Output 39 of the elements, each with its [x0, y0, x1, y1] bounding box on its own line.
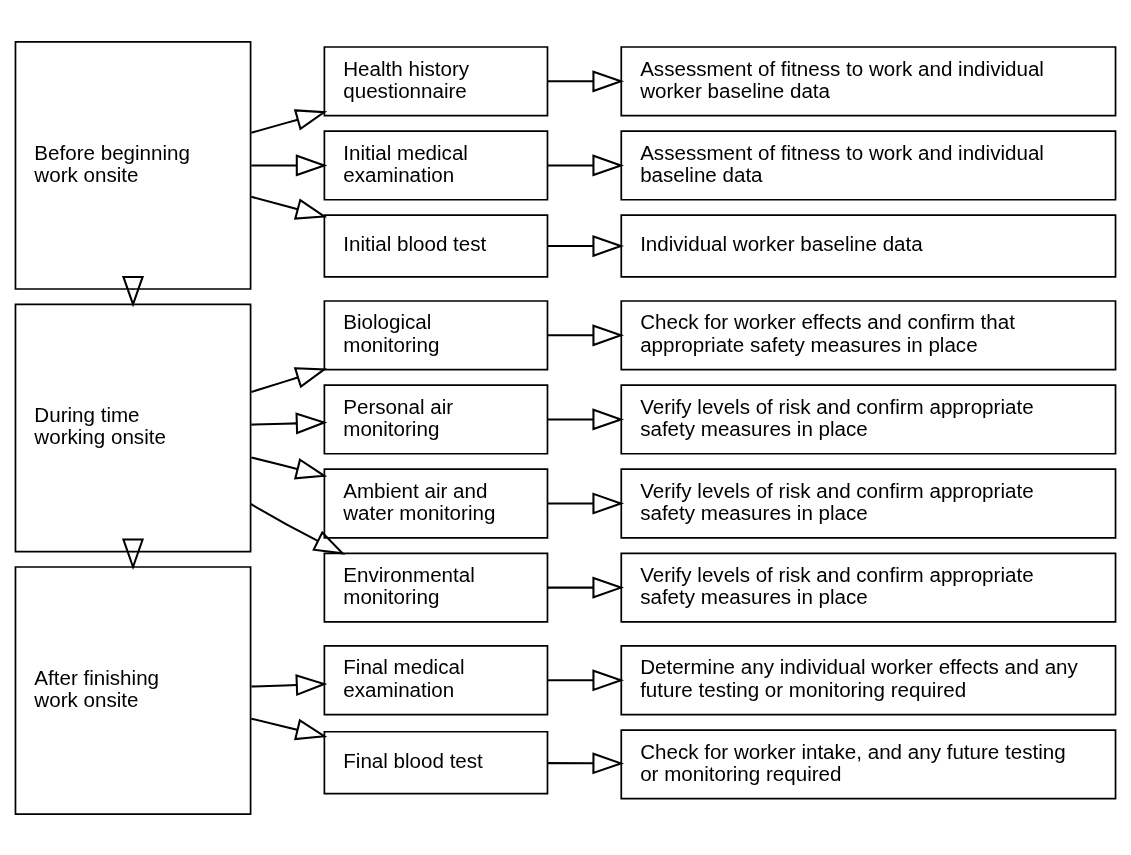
arrow — [547, 69, 624, 92]
arrow — [547, 323, 624, 346]
arrow — [547, 407, 624, 430]
arrow — [251, 195, 328, 220]
arrow — [251, 108, 328, 134]
arrow — [251, 411, 328, 434]
node-box: Personal air monitoring — [323, 383, 549, 455]
arrow — [547, 234, 624, 257]
node-box: Biological monitoring — [323, 299, 549, 370]
node-box: Assessment of fitness to work and individual worker baseline data — [620, 45, 1117, 116]
node-box: Verify levels of risk and confirm appropriate safety measures in place — [620, 551, 1117, 623]
node-box: Final medical examination — [323, 644, 549, 715]
node-box: Check for worker intake, and any future testing or monitoring required — [620, 728, 1117, 800]
arrow — [251, 673, 328, 696]
arrow — [250, 502, 346, 555]
node-box: Initial blood test — [323, 213, 549, 278]
node-box: Health history questionnaire — [323, 45, 549, 116]
node-box: Determine any individual worker effects and any future testing or monitoring required — [620, 644, 1117, 715]
arrow — [251, 153, 328, 176]
arrow — [121, 538, 145, 570]
arrow — [547, 576, 624, 599]
arrow — [547, 491, 624, 515]
node-box: Ambient air and water monitoring — [323, 467, 549, 539]
node-box: Check for worker effects and confirm that appropriate safety measures in place — [620, 299, 1117, 370]
arrow — [251, 366, 328, 393]
arrow — [547, 668, 624, 691]
node-box: Verify levels of risk and confirm appropriate safety measures in place — [620, 383, 1117, 455]
node-box: After finishing work onsite — [14, 565, 252, 815]
arrow — [251, 717, 328, 740]
node-box: Verify levels of risk and confirm appropriate safety measures in place — [620, 467, 1117, 539]
node-box: Assessment of fitness to work and individual baseline data — [620, 129, 1117, 201]
node-box: Individual worker baseline data — [620, 213, 1117, 278]
node-box: Environmental monitoring — [323, 551, 549, 623]
arrow — [547, 751, 624, 774]
arrow — [121, 275, 145, 307]
arrow — [547, 153, 624, 176]
arrow — [251, 455, 328, 480]
node-box: Initial medical examination — [323, 129, 549, 201]
node-box: Final blood test — [323, 730, 549, 794]
